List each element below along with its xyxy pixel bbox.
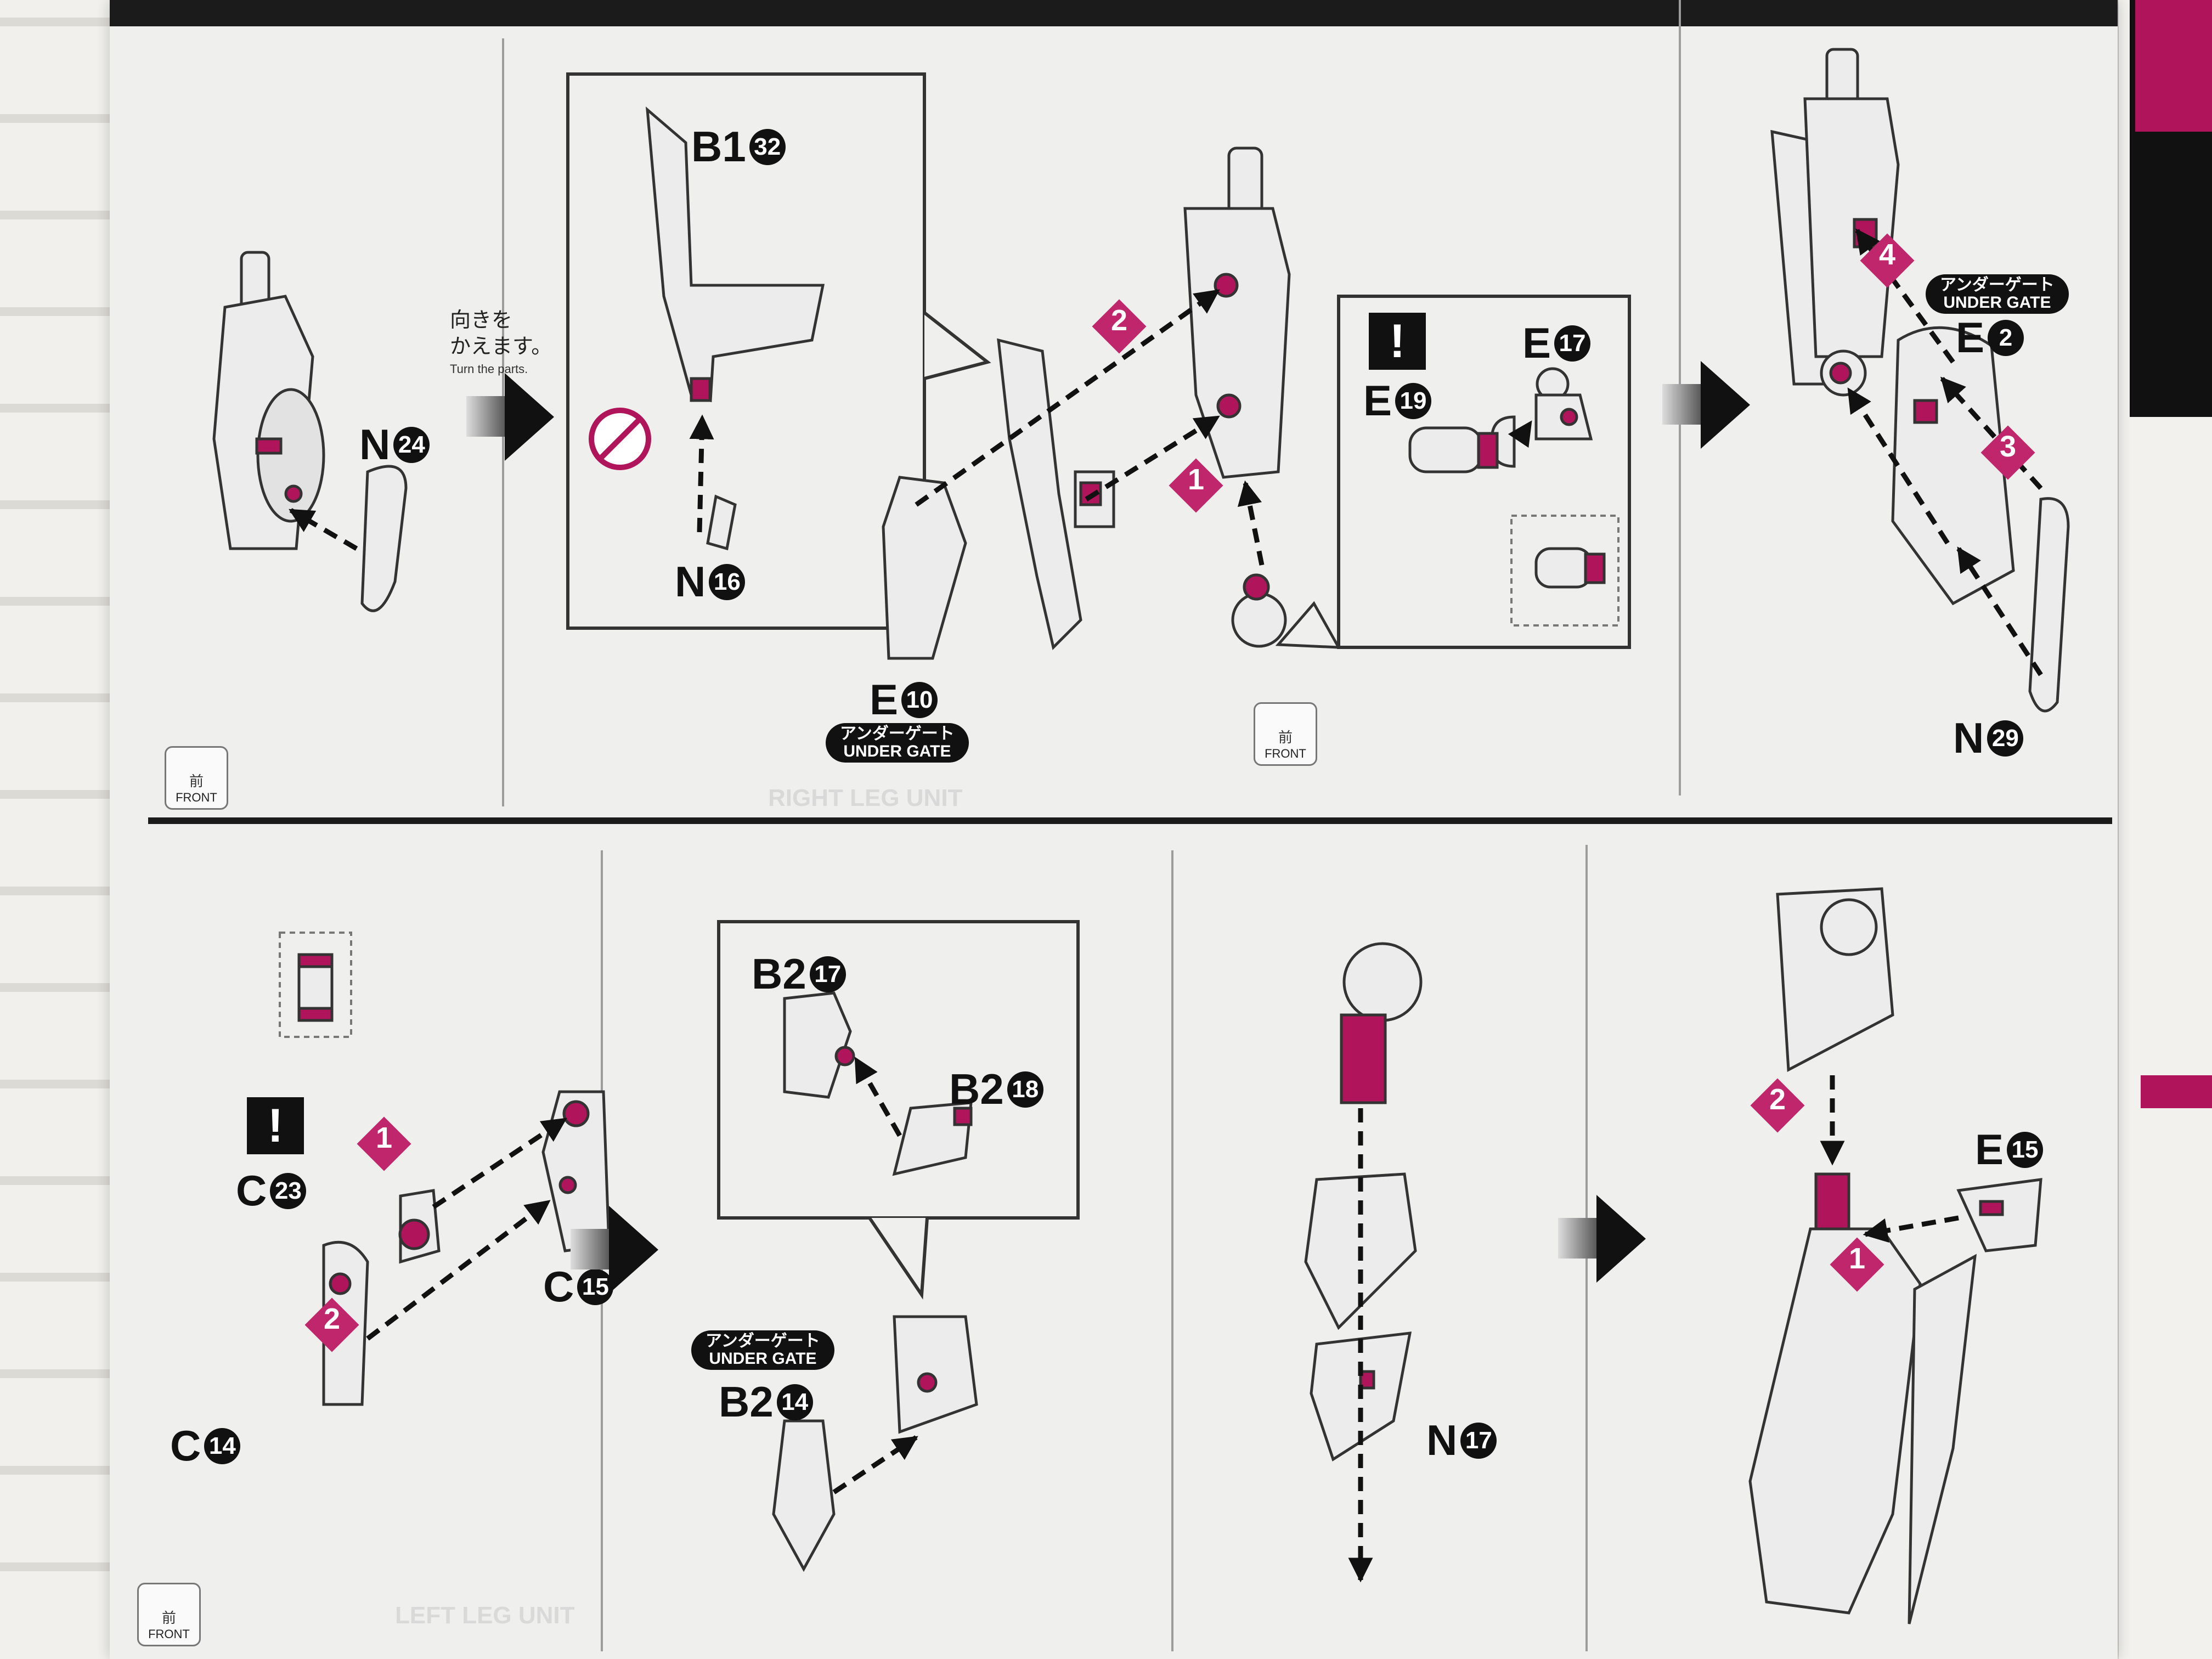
part-label-c14: C 14 [170, 1421, 241, 1471]
part-b218 [892, 1101, 973, 1176]
ghost-text: RIGHT LEG UNIT [768, 785, 963, 811]
part-label-e15: E 15 [1975, 1125, 2044, 1175]
ghost-text: LEFT LEG UNIT [395, 1602, 575, 1629]
step-mark: 3 [2000, 430, 2017, 463]
leg-frame [1183, 207, 1291, 479]
part-label-c15: C 15 [543, 1262, 614, 1312]
step-mark: 2 [1111, 304, 1128, 337]
part-label-n16: N 16 [675, 557, 746, 607]
front-icon: 前 FRONT [165, 746, 228, 810]
part-label-c23: C 23 [236, 1166, 307, 1216]
part-label-b132: B1 32 [691, 122, 786, 172]
armor-e2 [1891, 326, 2015, 606]
part-b214 [772, 1419, 836, 1572]
under-gate-badge: アンダーゲート UNDER GATE [826, 723, 969, 763]
part-b217 [783, 991, 852, 1099]
caution-icon: ! [247, 1097, 304, 1154]
step-mark: 1 [1849, 1242, 1866, 1275]
assembly-illustrations [212, 48, 2070, 1624]
part-label-b214: B2 14 [719, 1377, 813, 1427]
leg-assembly [1748, 1227, 1922, 1615]
step-mark: 1 [376, 1121, 393, 1154]
next-arrow [1701, 361, 1750, 449]
shield-part [997, 338, 1082, 650]
instruction-page: RIGHT LEG UNIT LEFT LEG UNIT [110, 0, 2118, 1659]
step-mark: 1 [1188, 463, 1205, 496]
caution-icon: ! [1369, 313, 1426, 370]
front-icon: 前 FRONT [137, 1583, 201, 1646]
adjacent-page [2119, 0, 2212, 1659]
leg-part [212, 251, 325, 550]
step-mark: 2 [1769, 1083, 1786, 1116]
next-arrow [609, 1206, 658, 1294]
step-mark: 4 [1879, 238, 1896, 271]
armor-part [893, 1315, 978, 1434]
row-divider [148, 817, 2112, 824]
part-label-b217: B2 17 [752, 949, 846, 999]
part-label-n29: N 29 [1953, 713, 2024, 763]
leg-frame [1803, 97, 1900, 358]
next-arrow [1596, 1195, 1646, 1283]
part-label-e19: E 19 [1363, 376, 1432, 426]
blade-part [645, 106, 825, 403]
part-label-n17: N 17 [1426, 1415, 1497, 1465]
turn-note-jp: 向きを かえます。 [450, 309, 552, 358]
under-gate-badge: アンダーゲート UNDER GATE [691, 1330, 834, 1370]
part-label-n24: N 24 [359, 420, 430, 470]
small-part [706, 494, 737, 551]
next-arrow [505, 373, 554, 461]
armor-e10 [882, 476, 967, 660]
panel-divider [1171, 850, 1173, 1651]
front-icon: 前 FRONT [1254, 702, 1317, 766]
sole-part [2028, 497, 2070, 713]
under-gate-badge: アンダーゲート UNDER GATE [1926, 274, 2069, 314]
step-mark: 2 [324, 1302, 341, 1335]
part-label-e17: E 17 [1522, 318, 1591, 368]
part-label-e2: E 2 [1956, 313, 2024, 363]
top-bar [110, 0, 2118, 26]
part-label-e10: E 10 [870, 675, 938, 725]
armor-part [360, 465, 408, 612]
part-label-b218: B2 18 [949, 1064, 1043, 1114]
